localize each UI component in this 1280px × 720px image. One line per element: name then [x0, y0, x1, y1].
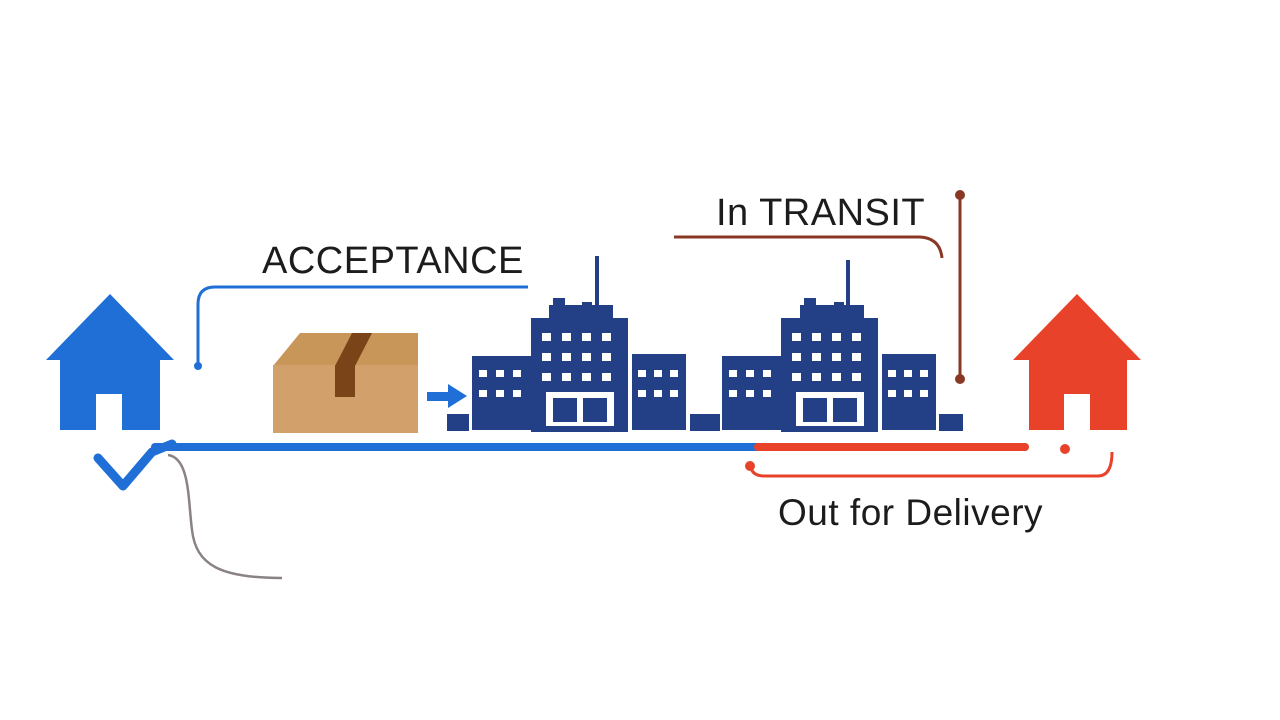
origin-house-icon — [46, 294, 174, 430]
delivery-bracket — [748, 451, 1114, 478]
warehouse-building-icon-2 — [722, 260, 963, 432]
acceptance-label: ACCEPTANCE — [262, 240, 524, 282]
swoosh-curve — [167, 453, 283, 580]
acceptance-connector — [196, 285, 528, 364]
package-box-icon — [273, 333, 418, 433]
arrow-right-icon — [427, 384, 467, 408]
connector-block — [690, 414, 720, 431]
in-transit-label: In TRANSIT — [716, 192, 926, 234]
transit-connector-left — [674, 235, 944, 259]
destination-house-icon — [1013, 294, 1141, 430]
acceptance-connector-dot — [194, 362, 202, 370]
delivery-bracket-dot-left — [745, 461, 755, 471]
transit-connector-dot-bottom — [955, 374, 965, 384]
delivery-bracket-dot-right — [1060, 444, 1070, 454]
transit-connector-dot-top — [955, 190, 965, 200]
warehouse-building-icon-1 — [447, 256, 686, 432]
out-for-delivery-label: Out for Delivery — [778, 492, 1044, 533]
